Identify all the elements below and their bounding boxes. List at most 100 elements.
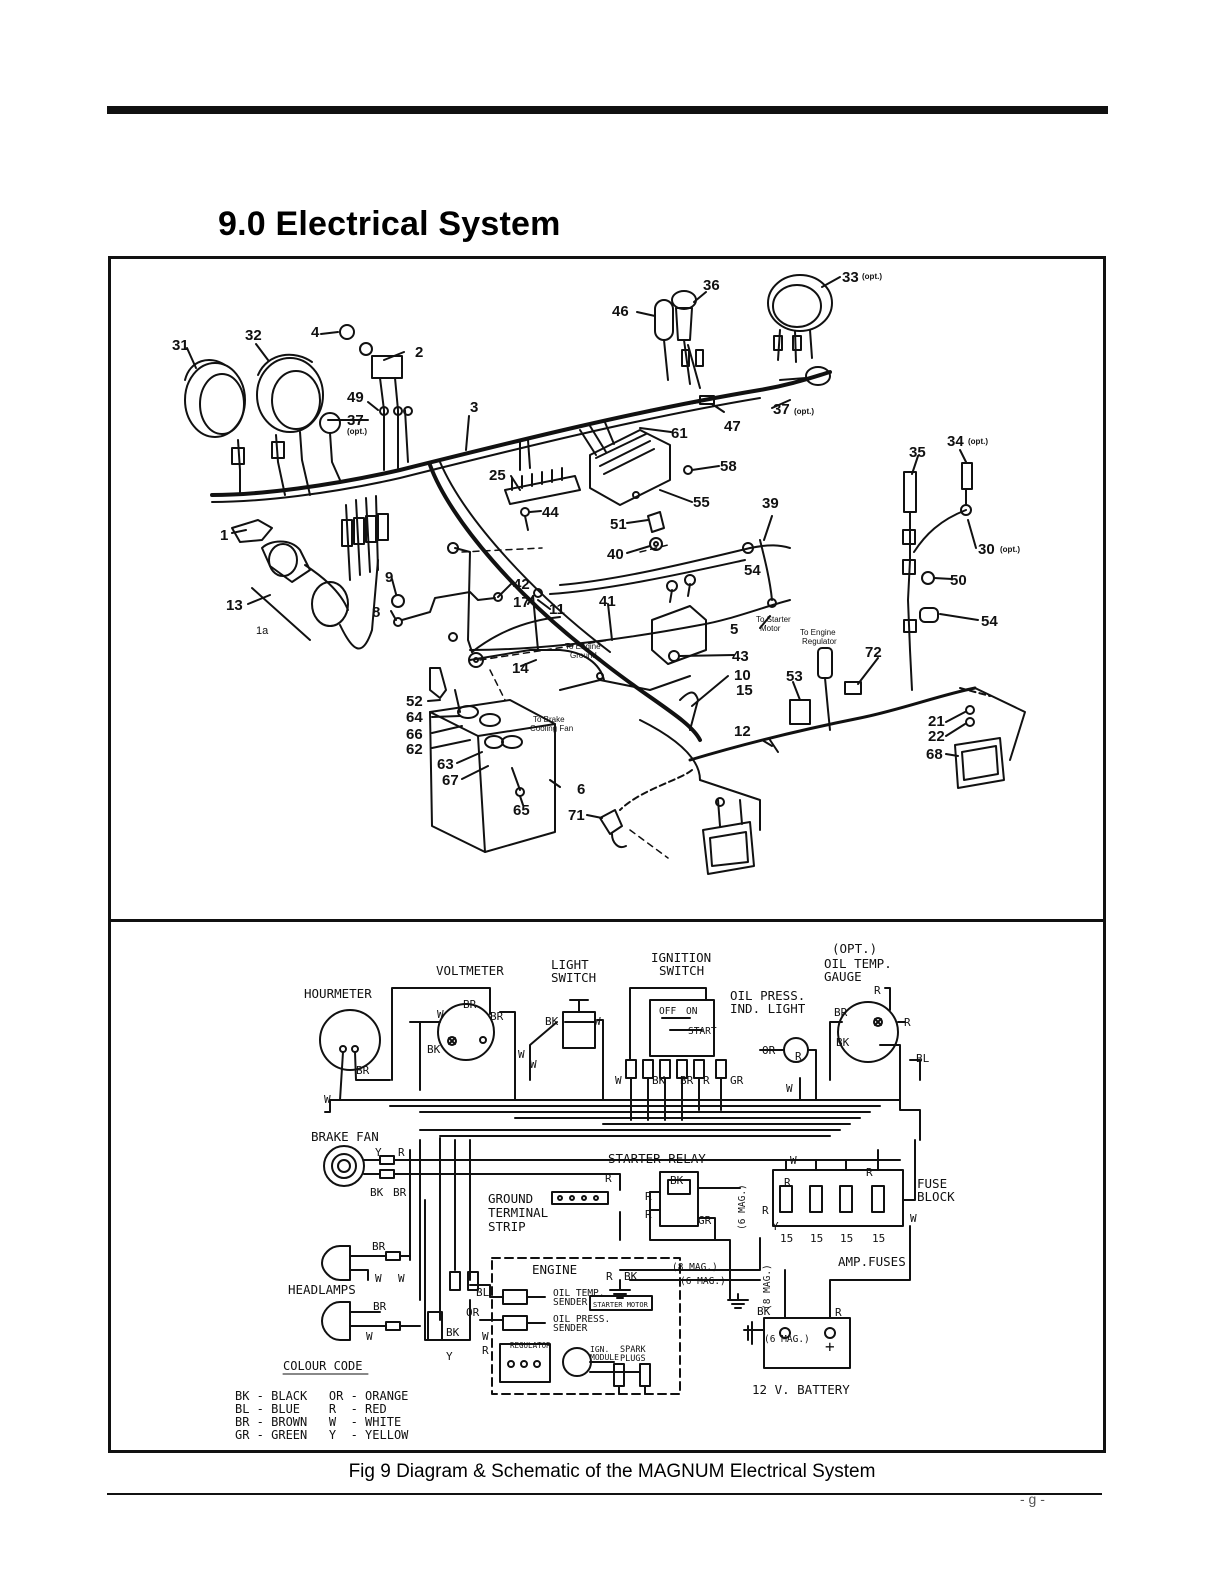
part-number: 31	[172, 337, 189, 354]
part-number: 42	[513, 576, 530, 593]
wire-label: W	[615, 1074, 622, 1087]
switch-start-label: START	[688, 1026, 717, 1037]
colour-code-row: BK - BLACK OR - ORANGE	[235, 1389, 408, 1403]
fuse-rating: 15	[840, 1232, 853, 1245]
parts-diagram	[184, 274, 1026, 875]
wire-label: BR	[463, 998, 477, 1011]
part-number: 52	[406, 693, 423, 710]
mag-label: (6 MAG.)	[737, 1184, 748, 1230]
amp-fuses-label: AMP.FUSES	[838, 1254, 906, 1269]
wire-label: BK	[370, 1186, 384, 1199]
oil-temp-gauge-label: OIL TEMP.	[824, 956, 892, 971]
wire-label: BK	[545, 1015, 559, 1028]
part-number: 2	[415, 344, 423, 361]
part-number: 54	[744, 562, 761, 579]
part-number: 58	[720, 458, 737, 475]
wiring-schematic	[319, 987, 921, 1395]
mag-label: (6 MAG.)	[680, 1276, 726, 1287]
part-number: 46	[612, 303, 629, 320]
part-number: 32	[245, 327, 262, 344]
part-number: 5	[730, 621, 738, 638]
part-number: 36	[703, 277, 720, 294]
wire-label: Y	[375, 1146, 382, 1159]
battery-label: 12 V. BATTERY	[752, 1382, 850, 1397]
wire-label: R	[605, 1172, 612, 1185]
parts-labels: 31 32 4 2 49 37 (opt.) 3 46 36 33 (opt.)…	[172, 269, 1020, 824]
engine-boundary	[491, 1257, 681, 1395]
starter-motor-label: STARTER MOTOR	[593, 1301, 649, 1309]
part-number: 61	[671, 425, 688, 442]
mag-label: (6 MAG.)	[764, 1334, 810, 1345]
fuse-block-label: FUSE	[917, 1176, 947, 1191]
colour-code-title: COLOUR CODE	[283, 1359, 362, 1373]
part-number: 47	[724, 418, 741, 435]
ign-module-label: MODULE	[590, 1353, 619, 1362]
wire-label: BK	[624, 1270, 638, 1283]
part-number: 39	[762, 495, 779, 512]
oil-press-light-label: IND. LIGHT	[730, 1001, 806, 1016]
wire-label: BR	[393, 1186, 407, 1199]
light-switch-symbol	[562, 1011, 596, 1049]
wire-label: BL	[916, 1052, 930, 1065]
wire-label: R	[645, 1208, 652, 1221]
oil-press-sender-label: OIL PRESS.	[553, 1314, 610, 1325]
switch-off-label: OFF	[659, 1006, 676, 1017]
wire-label: BR	[834, 1006, 848, 1019]
part-number: 37	[773, 401, 790, 418]
part-number: 34	[947, 433, 964, 450]
wire-label: R	[482, 1344, 489, 1357]
headlamp-symbol	[321, 1245, 351, 1281]
ground-terminal-strip-label: STRIP	[488, 1219, 526, 1234]
wire-label: BR	[490, 1010, 504, 1023]
opt-label: (opt.)	[347, 427, 367, 436]
wire-label: W	[398, 1272, 405, 1285]
battery-symbol	[763, 1317, 851, 1369]
wire-label: W	[437, 1008, 444, 1021]
wire-label: R	[606, 1270, 613, 1283]
note-to-engine-regulator: To Engine	[800, 628, 836, 637]
regulator-label: REGULATOR	[510, 1341, 551, 1350]
part-number: 65	[513, 802, 530, 819]
wire-label: R	[835, 1306, 842, 1319]
part-number: 53	[786, 668, 803, 685]
fuse-rating: 15	[780, 1232, 793, 1245]
wire-label: GR	[698, 1214, 712, 1227]
oil-press-sender-label: SENDER	[553, 1323, 588, 1334]
ign-module-label: IGN.	[590, 1345, 609, 1354]
part-number: 30	[978, 541, 995, 558]
wire-label: W	[786, 1082, 793, 1095]
part-number: 14	[512, 660, 529, 677]
oil-temp-gauge-label: GAUGE	[824, 969, 862, 984]
ground-terminal-strip-symbol	[551, 1191, 609, 1205]
wire-label: BR	[372, 1240, 386, 1253]
part-number: 41	[599, 593, 616, 610]
wire-label: GR	[730, 1074, 744, 1087]
part-number: 43	[732, 648, 749, 665]
opt-label: (opt.)	[862, 272, 882, 281]
regulator-symbol	[499, 1343, 551, 1383]
wire-label: R	[904, 1016, 911, 1029]
part-number: 15	[736, 682, 753, 699]
opt-label: (opt.)	[1000, 545, 1020, 554]
part-number: 3	[470, 399, 478, 416]
part-number: 71	[568, 807, 585, 824]
wire-label: BK	[670, 1174, 684, 1187]
wire-label: OR	[762, 1044, 776, 1057]
part-number: 21	[928, 713, 945, 730]
wire-label: W	[366, 1330, 373, 1343]
page-title: 9.0 Electrical System	[218, 205, 561, 243]
part-number: 49	[347, 389, 364, 406]
wire-label: R	[762, 1204, 769, 1217]
wire-label: R	[398, 1146, 405, 1159]
part-number: 9	[385, 569, 393, 586]
figure-divider	[108, 919, 1106, 922]
note-to-brake-cooling-fan: Cooling Fan	[530, 724, 573, 733]
part-number: 10	[734, 667, 751, 684]
wire-label: BK	[836, 1036, 850, 1049]
figure-frame	[108, 256, 1106, 1453]
part-number: 22	[928, 728, 945, 745]
wire-label: W	[518, 1048, 525, 1061]
brake-fan-label: BRAKE FAN	[311, 1129, 379, 1144]
fuse-rating: 15	[810, 1232, 823, 1245]
schematic-labels: HOURMETER VOLTMETER LIGHT SWITCH IGNITIO…	[235, 941, 955, 1442]
